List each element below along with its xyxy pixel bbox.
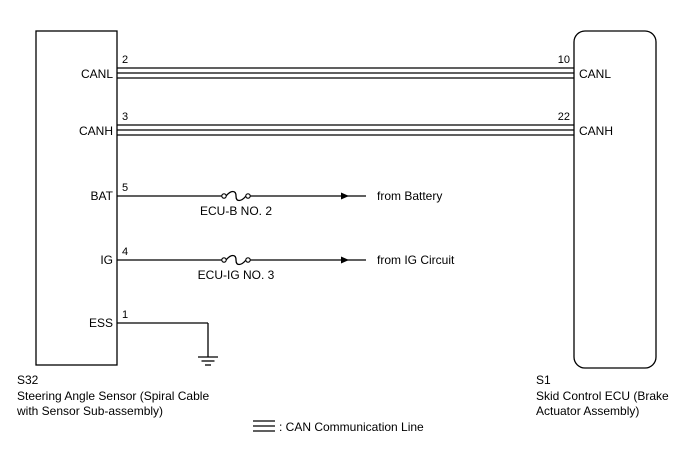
right-component-name-line2: Actuator Assembly) (536, 404, 639, 418)
left-component-name-line2: with Sensor Sub-assembly) (16, 404, 163, 418)
left-pin-number-bat: 5 (122, 182, 128, 194)
bat-wire (117, 190, 366, 202)
ground-icon (198, 356, 218, 366)
left-pin-number-ig: 4 (122, 246, 128, 258)
legend-text: : CAN Communication Line (279, 420, 424, 434)
right-pin-label-canh: CANH (579, 124, 613, 138)
source-label-bat: from Battery (377, 189, 442, 203)
left-component-code: S32 (17, 373, 39, 387)
fuse-symbol-ig (225, 254, 247, 266)
source-label-ig: from IG Circuit (377, 253, 455, 267)
ess-ground-wire (117, 322, 218, 366)
left-pin-label-canl: CANL (81, 67, 113, 81)
right-pin-number-canh: 22 (558, 111, 570, 123)
left-pin-label-canh: CANH (79, 124, 113, 138)
canl-bus-wire (117, 67, 574, 79)
right-pin-number-canl: 10 (558, 54, 570, 66)
ig-wire (117, 254, 366, 266)
left-pin-number-ess: 1 (122, 309, 128, 321)
left-pin-label-bat: BAT (91, 189, 114, 203)
left-component-name-line1: Steering Angle Sensor (Spiral Cable (17, 389, 209, 403)
left-pin-number-canl: 2 (122, 54, 128, 66)
right-component-code: S1 (536, 373, 551, 387)
left-pin-number-canh: 3 (122, 111, 128, 123)
left-pin-label-ig: IG (100, 253, 113, 267)
fuse-symbol-bat (225, 190, 247, 202)
left-pin-label-ess: ESS (89, 316, 113, 330)
right-pin-label-canl: CANL (579, 67, 611, 81)
fuse-label-bat: ECU-B NO. 2 (200, 204, 272, 218)
right-component-name-line1: Skid Control ECU (Brake (536, 389, 669, 403)
skid-control-ecu-box (573, 30, 657, 369)
fuse-label-ig: ECU-IG NO. 3 (198, 268, 275, 282)
steering-angle-sensor-box (35, 30, 118, 366)
canh-bus-wire (117, 124, 574, 136)
can-line-legend-icon (253, 420, 275, 432)
